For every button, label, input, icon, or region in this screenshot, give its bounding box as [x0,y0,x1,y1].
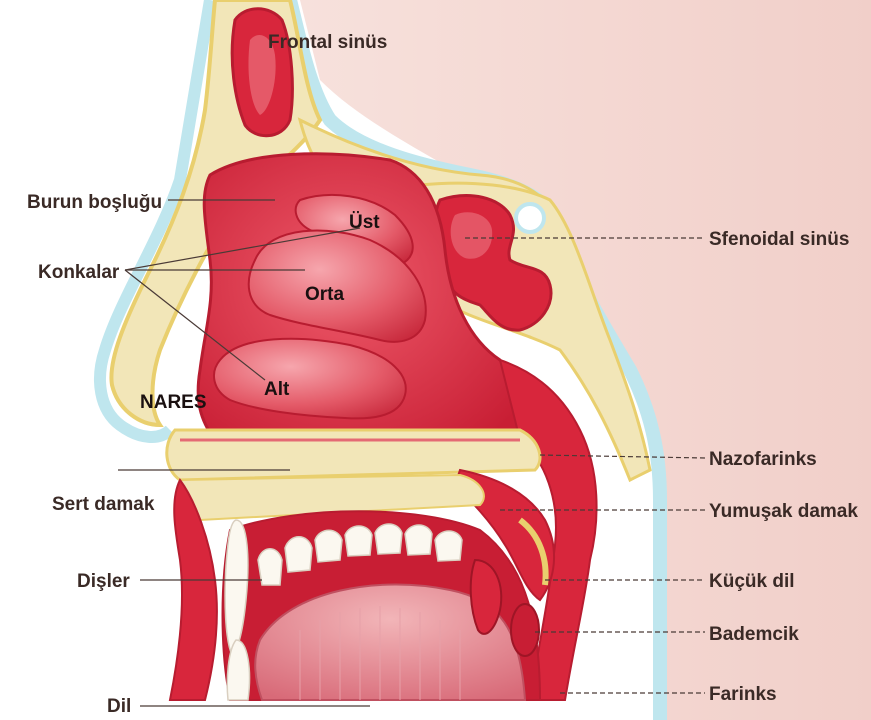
pituitary-notch [516,204,544,232]
tonsil [511,604,539,656]
label-nares: NARES [140,392,207,413]
label-sphenoidal-sinus: Sfenoidal sinüs [709,229,849,250]
label-frontal-sinus: Frontal sinüs [268,32,387,53]
label-tonsil: Bademcik [709,624,799,645]
label-tongue: Dil [107,696,131,717]
label-middle-concha: Orta [305,284,345,305]
label-upper-concha: Üst [349,212,380,233]
label-nasal-cavity: Burun boşluğu [27,192,162,213]
label-teeth: Dişler [77,571,130,592]
label-conchae: Konkalar [38,262,120,283]
hard-palate-bone [167,430,540,480]
label-uvula: Küçük dil [709,571,795,592]
label-lower-concha: Alt [264,379,290,400]
label-hard-palate: Sert damak [52,494,155,515]
sphenoidal-sinus-highlight [451,212,493,258]
label-nasopharynx: Nazofarinks [709,449,817,470]
label-pharynx: Farinks [709,684,777,705]
label-soft-palate: Yumuşak damak [709,501,858,522]
